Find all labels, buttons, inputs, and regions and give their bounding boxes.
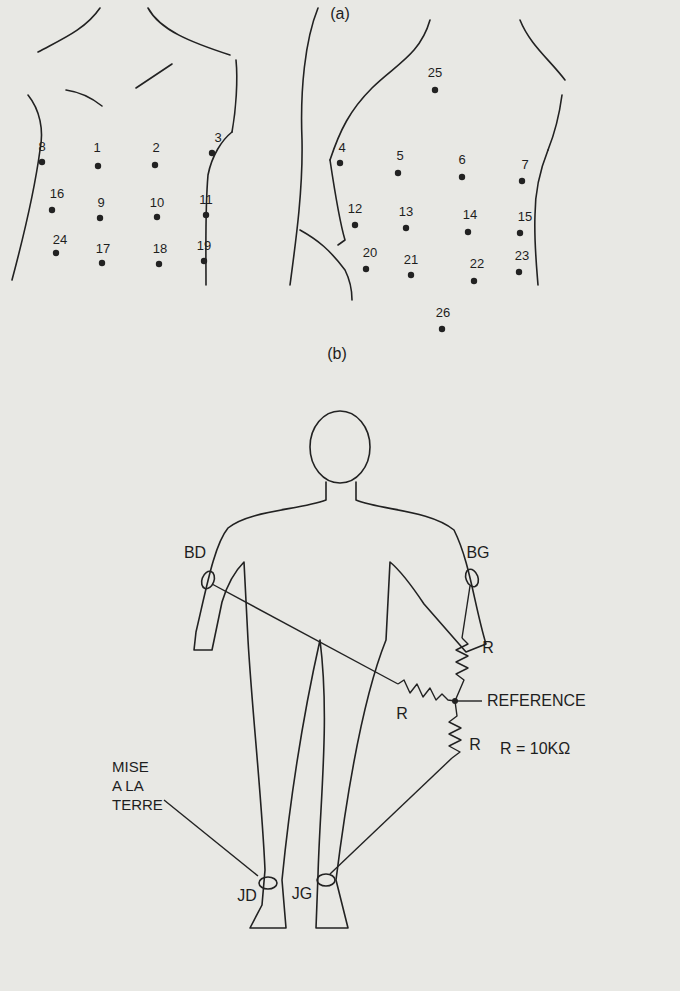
- electrode-dots: [39, 87, 525, 704]
- callout-number: 20: [363, 246, 377, 260]
- ground-note: MISE A LA TERRE: [112, 758, 158, 814]
- back-outline: [330, 20, 430, 160]
- callout-number: 10: [150, 196, 164, 210]
- wire: [462, 586, 470, 638]
- callout-number: 5: [396, 149, 403, 163]
- shoulder-outline: [38, 8, 100, 52]
- callout-number: 23: [515, 249, 529, 263]
- callout-number: 9: [97, 196, 104, 210]
- arm-outline: [330, 160, 345, 245]
- reference-lead: [455, 700, 482, 701]
- electrode-label: BD: [184, 544, 206, 562]
- callout-number: 17: [96, 242, 110, 256]
- callout-number: 21: [404, 253, 418, 267]
- head-outline: [310, 411, 370, 483]
- back-outline: [548, 95, 562, 150]
- callout-number: 11: [199, 193, 213, 207]
- body-outline: [194, 482, 486, 928]
- panel-label: (b): [327, 345, 347, 363]
- electrode-arm-left: [463, 567, 480, 588]
- callout-number: 16: [50, 187, 64, 201]
- callout-number: 4: [338, 141, 345, 155]
- resistor-symbol: [449, 701, 461, 758]
- back-outline: [535, 150, 548, 285]
- callout-number: 6: [458, 153, 465, 167]
- callout-number: 24: [53, 233, 67, 247]
- shoulder-outline: [148, 8, 230, 55]
- arm-outline: [290, 8, 318, 285]
- electrode-leg-left: [317, 874, 335, 886]
- callout-number: 18: [153, 242, 167, 256]
- clavicle: [66, 90, 102, 106]
- callout-number: 8: [38, 140, 45, 154]
- callout-number: 25: [428, 66, 442, 80]
- torso-outline: [12, 95, 42, 280]
- back-outline: [520, 20, 565, 80]
- wire: [330, 758, 452, 874]
- wires: [164, 584, 482, 876]
- reference-label: REFERENCE: [487, 692, 586, 710]
- callout-number: 15: [518, 210, 532, 224]
- callout-number: 14: [463, 208, 477, 222]
- electrode-label: BG: [466, 544, 489, 562]
- callout-number: 12: [348, 202, 362, 216]
- callout-number: 22: [470, 257, 484, 271]
- callout-number: 2: [152, 141, 159, 155]
- torso-outline: [232, 60, 237, 132]
- clavicle: [136, 64, 172, 88]
- callout-number: 7: [521, 158, 528, 172]
- torso-outline: [206, 132, 232, 285]
- electrode-arm-right: [199, 569, 216, 590]
- resistor-label: R: [469, 736, 481, 754]
- leader-line: [164, 800, 258, 876]
- callout-number: 19: [197, 239, 211, 253]
- electrode-label: JG: [292, 885, 312, 903]
- electrode-label: JD: [237, 887, 257, 905]
- wire: [212, 584, 398, 684]
- resistor-symbol: [455, 638, 468, 701]
- electrode-leg-right: [259, 877, 277, 889]
- panel-label: (a): [330, 5, 350, 23]
- resistor-label: R: [396, 705, 408, 723]
- callout-number: 26: [436, 306, 450, 320]
- resistor-label: R: [482, 639, 494, 657]
- resistor-symbol: [398, 680, 455, 701]
- resistor-value: R = 10KΩ: [500, 740, 570, 758]
- callout-number: 3: [214, 131, 221, 145]
- callout-number: 13: [399, 205, 413, 219]
- callout-number: 1: [93, 141, 100, 155]
